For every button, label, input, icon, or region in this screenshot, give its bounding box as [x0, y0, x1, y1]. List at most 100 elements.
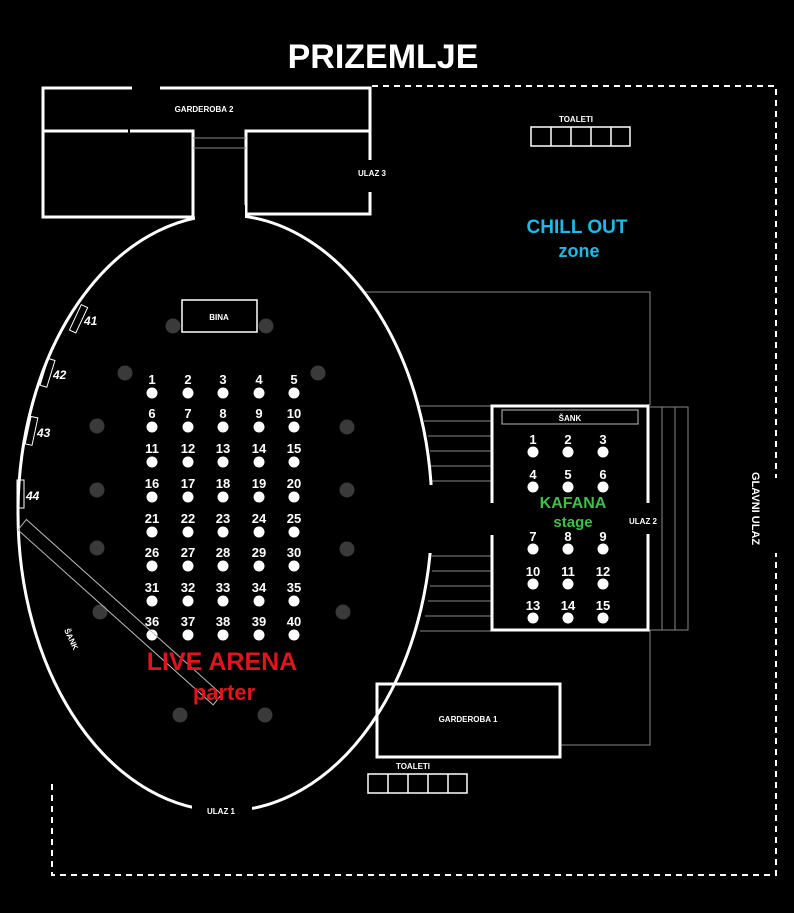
- kafana-table[interactable]: 14: [561, 598, 576, 624]
- kafana-table[interactable]: 7: [527, 529, 539, 555]
- kafana-table[interactable]: 12: [596, 564, 610, 590]
- table-number: 8: [219, 406, 226, 421]
- arena-table[interactable]: 7: [182, 406, 194, 433]
- arena-table[interactable]: 10: [287, 406, 301, 433]
- kafana-table[interactable]: 6: [597, 467, 609, 493]
- standing-table: [92, 604, 108, 620]
- arena-table[interactable]: 6: [146, 406, 158, 433]
- table-marker: [253, 456, 265, 468]
- side-table-marker: [24, 415, 39, 446]
- arena-table[interactable]: 18: [216, 476, 230, 503]
- arena-table[interactable]: 29: [252, 545, 266, 572]
- table-number: 14: [252, 441, 267, 456]
- arena-side-opening[interactable]: [420, 485, 440, 553]
- outer-boundary: [51, 85, 777, 876]
- arena-table[interactable]: 16: [145, 476, 159, 503]
- table-number: 33: [216, 580, 230, 595]
- table-number: 10: [287, 406, 301, 421]
- arena-table[interactable]: 3: [217, 372, 229, 399]
- table-number: 4: [255, 372, 263, 387]
- arena-table[interactable]: 38: [216, 614, 230, 641]
- table-number: 29: [252, 545, 266, 560]
- table-number: 15: [287, 441, 301, 456]
- side-table[interactable]: 43: [24, 415, 51, 446]
- kafana-title: KAFANA: [540, 495, 607, 512]
- kafana-table[interactable]: 15: [596, 598, 610, 624]
- arena-table[interactable]: 2: [182, 372, 194, 399]
- ulaz-1-opening[interactable]: [192, 800, 252, 820]
- arena-table[interactable]: 31: [145, 580, 159, 607]
- table-marker: [562, 578, 574, 590]
- arena-table[interactable]: 8: [217, 406, 229, 433]
- table-number: 32: [181, 580, 195, 595]
- arena-table[interactable]: 22: [181, 511, 195, 538]
- table-marker: [288, 595, 300, 607]
- table-marker: [217, 629, 229, 641]
- kafana-table[interactable]: 8: [562, 529, 574, 555]
- chill-out-subtitle: zone: [558, 241, 599, 261]
- table-number: 41: [83, 314, 98, 328]
- table-marker: [562, 446, 574, 458]
- side-table[interactable]: 44: [16, 479, 40, 509]
- arena-table[interactable]: 37: [181, 614, 195, 641]
- table-marker: [146, 456, 158, 468]
- arena-table[interactable]: 19: [252, 476, 266, 503]
- table-number: 9: [599, 529, 606, 544]
- arena-kafana-corridors: [420, 405, 492, 632]
- table-marker: [217, 387, 229, 399]
- table-number: 26: [145, 545, 159, 560]
- arena-table[interactable]: 9: [253, 406, 265, 433]
- arena-table[interactable]: 25: [287, 511, 301, 538]
- kafana-table[interactable]: 2: [562, 432, 574, 458]
- kafana-table[interactable]: 4: [527, 467, 539, 493]
- bina-stage: [181, 299, 258, 333]
- table-marker: [146, 560, 158, 572]
- table-number: 3: [599, 432, 606, 447]
- arena-table[interactable]: 32: [181, 580, 195, 607]
- arena-table[interactable]: 21: [145, 511, 159, 538]
- arena-table[interactable]: 28: [216, 545, 230, 572]
- kafana-table[interactable]: 1: [527, 432, 539, 458]
- kafana-table[interactable]: 11: [561, 564, 575, 590]
- arena-table[interactable]: 5: [288, 372, 300, 399]
- kafana-table[interactable]: 10: [526, 564, 540, 590]
- side-table[interactable]: 41: [68, 303, 98, 334]
- arena-table[interactable]: 40: [287, 614, 301, 641]
- arena-table[interactable]: 27: [181, 545, 195, 572]
- arena-table[interactable]: 11: [145, 441, 159, 468]
- kafana-table[interactable]: 3: [597, 432, 609, 458]
- arena-table[interactable]: 14: [252, 441, 267, 468]
- arena-table[interactable]: 33: [216, 580, 230, 607]
- table-marker: [182, 560, 194, 572]
- arena-table[interactable]: 20: [287, 476, 301, 503]
- table-number: 11: [145, 441, 159, 456]
- arena-table[interactable]: 15: [287, 441, 301, 468]
- arena-table[interactable]: 36: [145, 614, 159, 641]
- arena-table[interactable]: 13: [216, 441, 230, 468]
- arena-table[interactable]: 30: [287, 545, 301, 572]
- kafana-table[interactable]: 9: [597, 529, 609, 555]
- arena-table[interactable]: 34: [252, 580, 267, 607]
- arena-table[interactable]: 26: [145, 545, 159, 572]
- arena-table[interactable]: 1: [146, 372, 158, 399]
- arena-table[interactable]: 23: [216, 511, 230, 538]
- table-marker: [597, 578, 609, 590]
- arena-table[interactable]: 35: [287, 580, 301, 607]
- side-table[interactable]: 42: [39, 357, 67, 388]
- glavni-ulaz-opening[interactable]: [768, 478, 784, 553]
- kafana-table[interactable]: 13: [526, 598, 540, 624]
- kafana-table[interactable]: 5: [562, 467, 574, 493]
- table-marker: [217, 456, 229, 468]
- arena-table[interactable]: 4: [253, 372, 265, 399]
- table-marker: [288, 491, 300, 503]
- table-number: 12: [181, 441, 195, 456]
- arena-table[interactable]: 12: [181, 441, 195, 468]
- table-marker: [253, 526, 265, 538]
- arena-table[interactable]: 39: [252, 614, 266, 641]
- arena-table[interactable]: 24: [252, 511, 267, 538]
- table-number: 35: [287, 580, 301, 595]
- table-marker: [527, 578, 539, 590]
- table-number: 44: [25, 489, 40, 503]
- arena-table[interactable]: 17: [181, 476, 195, 503]
